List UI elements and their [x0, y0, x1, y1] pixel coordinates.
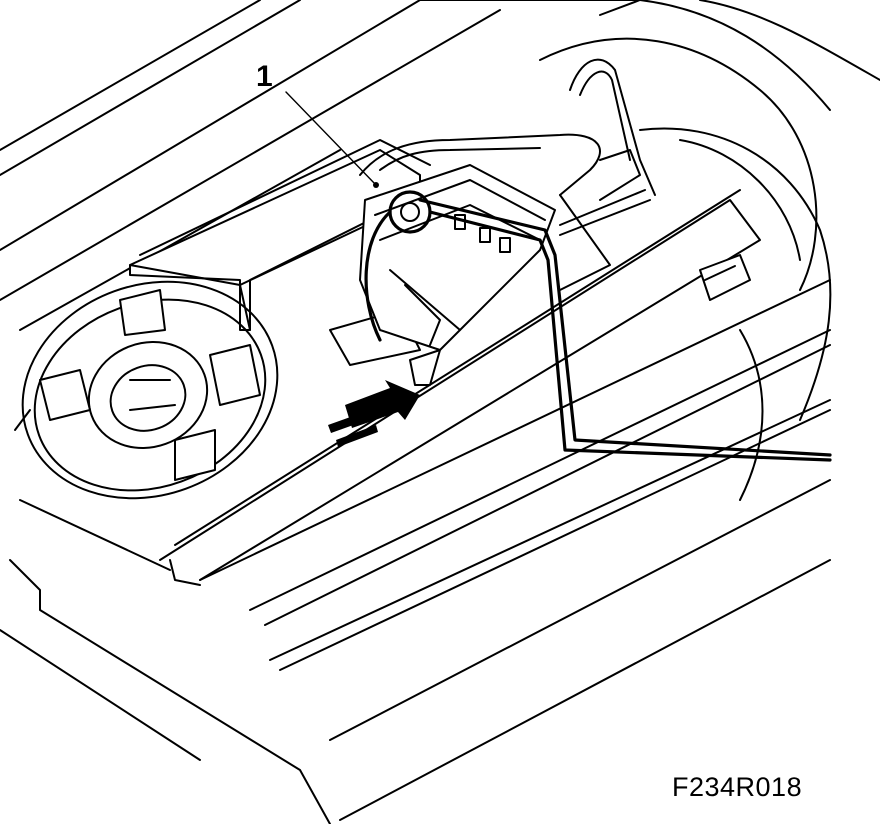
callout-leader — [285, 91, 379, 188]
wire-harness — [364, 58, 832, 462]
filler-neck — [21, 280, 279, 500]
sender-connector — [329, 164, 556, 386]
housing-upper-edges — [0, 0, 641, 431]
callout-number: 1 — [256, 60, 273, 93]
deck-lines — [159, 189, 831, 821]
figure-id: F234R018 — [672, 772, 803, 802]
side-slot — [699, 254, 751, 301]
push-arrow — [328, 380, 420, 447]
housing-lower-left — [0, 499, 331, 825]
housing-right-dome — [539, 0, 880, 501]
